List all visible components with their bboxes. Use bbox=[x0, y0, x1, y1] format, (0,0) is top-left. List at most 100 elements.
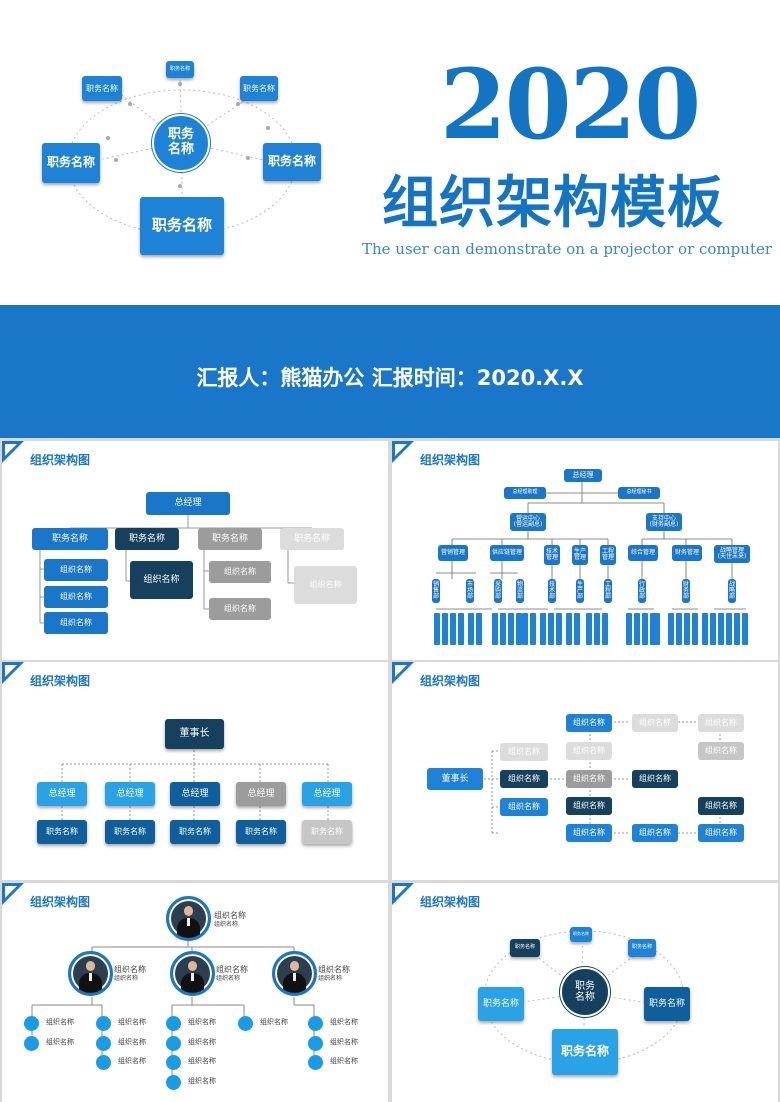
p1-sub-d: 组织名称 bbox=[294, 566, 357, 604]
p2-leaf-box bbox=[726, 613, 732, 645]
cover-slide: 职务 名称 职务名称 职务名称 职务名称 职务名称 职务名称 职务名称 2020… bbox=[0, 0, 780, 305]
p2-leaf-box bbox=[450, 613, 456, 645]
panel-5: 组织架构图 组织名称组织名称 组织名称组织名称 组织名称组织名称 组织名称组织名… bbox=[2, 883, 388, 1102]
p1-sub-a3: 组织名称 bbox=[44, 612, 108, 634]
dot-node bbox=[308, 1036, 323, 1051]
p2-leaf-box bbox=[642, 613, 648, 645]
p2-leaf-box bbox=[702, 613, 708, 645]
dot-label: 组织名称 bbox=[118, 1057, 146, 1065]
p2-leaf-box bbox=[442, 613, 448, 645]
p2-leaf-box bbox=[574, 613, 580, 645]
p2-leaf-box bbox=[650, 613, 656, 645]
p2-leaf-box bbox=[508, 613, 514, 645]
avatar bbox=[272, 951, 317, 996]
p3-role-2: 职务名称 bbox=[105, 820, 155, 844]
p1-node-d: 职务名称 bbox=[280, 528, 344, 550]
p3-manager-3: 总经理 bbox=[170, 782, 220, 806]
dot-node bbox=[24, 1036, 39, 1051]
p1-sub-c1: 组织名称 bbox=[209, 561, 271, 583]
p2-leaf-box bbox=[594, 613, 600, 645]
p2-leaf-box bbox=[602, 613, 608, 645]
dot-label: 组织名称 bbox=[188, 1057, 216, 1065]
p3-role-3: 职务名称 bbox=[170, 820, 220, 844]
p2-unit: 市场部 bbox=[466, 579, 474, 603]
p3-role-5: 职务名称 bbox=[302, 820, 352, 844]
avatar bbox=[68, 951, 113, 996]
p2-unit: 工程部 bbox=[604, 579, 612, 603]
p6-node-left: 职务名称 bbox=[478, 987, 524, 1021]
person-label: 组织名称组织名称 bbox=[214, 911, 246, 928]
p2-leaf-box bbox=[556, 613, 562, 645]
p4-node: 组织名称 bbox=[698, 742, 744, 760]
panel-4: 组织架构图 董事长 组织名称 组织名称 组织名称 组织名称 组织名称 组织名称 … bbox=[392, 662, 778, 880]
p2-leaf-box bbox=[668, 613, 674, 645]
panel-3: 组织架构图 董事长 总经理 总经理 总经理 总经理 总经理 职务名称 职务名称 … bbox=[2, 662, 388, 880]
dot-node bbox=[308, 1016, 323, 1031]
p1-node-c: 职务名称 bbox=[198, 528, 262, 550]
p4-node: 组织名称 bbox=[566, 797, 612, 815]
avatar bbox=[166, 896, 211, 941]
p2-leaf-box bbox=[476, 613, 482, 645]
ring-node-top: 职务名称 bbox=[166, 61, 194, 78]
panel-1: 组织架构图 总经理 职务名称 职务名称 职务名称 职务名称 组织名称 组织名称 … bbox=[2, 441, 388, 660]
p1-node-b: 职务名称 bbox=[115, 528, 179, 550]
p2-unit: 生产部 bbox=[576, 579, 584, 603]
dot-label: 组织名称 bbox=[118, 1018, 146, 1026]
p1-sub-a2: 组织名称 bbox=[44, 586, 108, 608]
p2-unit: 采购部 bbox=[494, 579, 502, 603]
p2-unit: 销售部 bbox=[432, 579, 440, 603]
p2-leaf-box bbox=[434, 613, 440, 645]
dot-label: 组织名称 bbox=[118, 1038, 146, 1046]
panel-title: 组织架构图 bbox=[420, 453, 481, 467]
p2-assistant-node: 总经理助理 bbox=[504, 487, 546, 499]
dot-label: 组织名称 bbox=[330, 1018, 358, 1026]
dot-label: 组织名称 bbox=[188, 1038, 216, 1046]
dot-label: 组织名称 bbox=[46, 1018, 74, 1026]
p4-node: 组织名称 bbox=[566, 770, 612, 788]
p2-center-support: 支持中心 (财务副总) bbox=[646, 513, 682, 531]
ring-node-bottom: 职务名称 bbox=[140, 197, 224, 255]
dot-node bbox=[238, 1016, 253, 1031]
p2-leaf-box bbox=[684, 613, 690, 645]
p2-unit: 物流部 bbox=[516, 579, 524, 603]
p2-leaf-box bbox=[468, 613, 474, 645]
p6-center-node: 职务 名称 bbox=[560, 967, 610, 1017]
p2-leaf-box bbox=[692, 613, 698, 645]
p2-leaf-box bbox=[500, 613, 506, 645]
p2-unit: 行政部 bbox=[638, 579, 646, 603]
p6-node-bottom: 职务名称 bbox=[552, 1029, 618, 1075]
p2-dept-strategy: 战略管理 (天住未来) bbox=[714, 545, 750, 563]
p4-node: 组织名称 bbox=[500, 770, 548, 788]
dot-label: 组织名称 bbox=[188, 1018, 216, 1026]
dot-node bbox=[166, 1055, 181, 1070]
p3-role-4: 职务名称 bbox=[236, 820, 286, 844]
p3-role-1: 职务名称 bbox=[37, 820, 87, 844]
p2-dept-marketing: 营销管理 bbox=[438, 545, 468, 561]
panel-title: 组织架构图 bbox=[30, 674, 91, 688]
panel-title: 组织架构图 bbox=[30, 453, 91, 467]
p2-unit: 战略部 bbox=[728, 579, 736, 603]
p2-dept-finance: 财务管理 bbox=[672, 545, 702, 561]
dot-node bbox=[96, 1016, 111, 1031]
p2-leaf-box bbox=[654, 613, 660, 645]
dot-node bbox=[166, 1036, 181, 1051]
p1-sub-c2: 组织名称 bbox=[209, 598, 271, 620]
p1-top-node: 总经理 bbox=[146, 492, 230, 515]
cover-band bbox=[0, 305, 780, 438]
p2-unit: 技术部 bbox=[548, 579, 556, 603]
p2-leaf-box bbox=[540, 613, 546, 645]
p4-node: 组织名称 bbox=[566, 714, 612, 732]
p2-leaf-box bbox=[458, 613, 464, 645]
p1-sub-a1: 组织名称 bbox=[44, 559, 108, 581]
p3-manager-2: 总经理 bbox=[105, 782, 155, 806]
dot-node bbox=[96, 1055, 111, 1070]
p2-dept-supply: 供应链管理 bbox=[490, 545, 524, 561]
p4-node: 组织名称 bbox=[632, 770, 678, 788]
panel-title: 组织架构图 bbox=[30, 895, 91, 909]
p2-leaf-box bbox=[586, 613, 592, 645]
dot-label: 组织名称 bbox=[330, 1057, 358, 1065]
p2-dept-production: 生产 管理 bbox=[572, 545, 588, 565]
p4-node: 组织名称 bbox=[698, 714, 744, 732]
p2-leaf-box bbox=[718, 613, 724, 645]
